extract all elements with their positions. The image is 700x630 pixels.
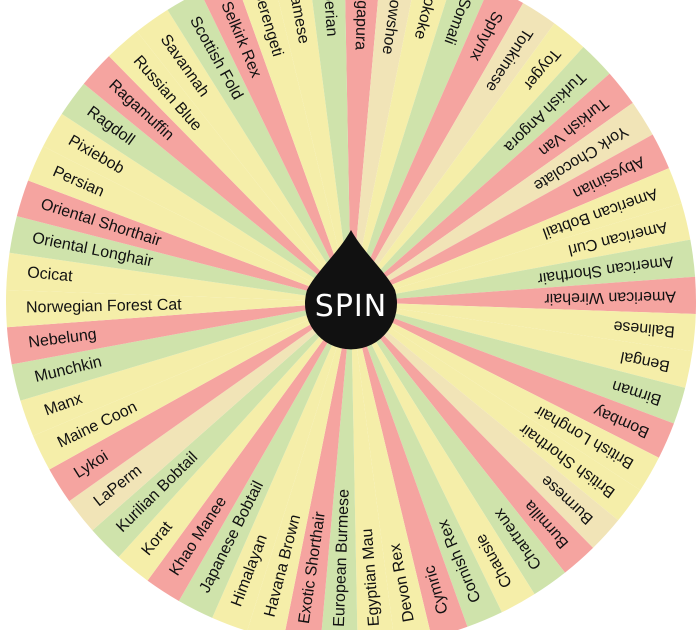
wheel-slice-snowshoe <box>351 0 412 302</box>
wheel-slice-siamese <box>278 0 351 302</box>
wheel-slice-bombay <box>351 302 674 458</box>
wheel-slice-norwegian-forest-cat <box>5 289 351 328</box>
wheel-slice-chartreux <box>351 302 566 595</box>
wheel-slice-american-wirehair <box>351 276 696 315</box>
wheel-slice-british-shorthair <box>351 302 641 521</box>
spin-drop-pointer[interactable] <box>305 230 397 350</box>
wheel-slice-birman <box>351 302 686 424</box>
wheel-slice-korat <box>118 302 351 581</box>
wheel-label-american-wirehair: American Wirehair <box>544 288 677 308</box>
wheel-slice-burmese <box>351 302 619 548</box>
wheel-slice-abyssinian <box>351 134 669 302</box>
wheel-slice-ragdoll <box>61 83 352 302</box>
wheel-label-balinese: Balinese <box>613 317 676 339</box>
wheel-slice-bengal <box>351 302 693 388</box>
wheel-slice-khao-manee <box>147 302 351 601</box>
wheel-slice-lykoi <box>49 302 351 502</box>
wheel-slice-japanese-bobtail <box>178 302 351 618</box>
wheel-slice-persian <box>28 146 352 302</box>
wheel-slice-sphynx <box>351 0 524 302</box>
wheel-slice-toyger <box>351 23 584 303</box>
wheel-slice-ocicat <box>6 252 351 302</box>
wheel-slice-burmilla <box>351 302 594 573</box>
wheel-label-singapura: Singapura <box>352 0 372 51</box>
spin-button[interactable]: SPIN <box>305 230 397 350</box>
wheel-slice-egyptian-mau <box>351 302 394 630</box>
wheel-slice-savannah <box>136 9 351 302</box>
wheel-slice-singapura <box>345 0 378 302</box>
wheel-slice-scottish-fold <box>167 0 351 302</box>
wheel-slice-balinese <box>351 302 696 352</box>
wheel-slice-munchkin <box>11 302 352 401</box>
wheel-slice-russian-blue <box>108 31 351 303</box>
wheel-slice-oriental-longhair <box>9 216 352 302</box>
wheel-slice-british-longhair <box>351 302 659 491</box>
wheel-slice-maine-coon <box>33 302 352 470</box>
wheel-slice-tonkinese <box>351 3 555 302</box>
wheel-slice-kurilian-bobtail <box>92 302 352 557</box>
wheel-slice-himalayan <box>212 302 351 630</box>
wheel-slice-european-burmese <box>321 302 358 630</box>
wheel-slice-chausie <box>351 302 535 613</box>
wheel-label-norwegian-forest-cat: Norwegian Forest Cat <box>26 296 182 316</box>
wheel-slice-laperm <box>69 302 352 531</box>
wheel-slice-oriental-shorthair <box>16 180 352 302</box>
wheel-slice-exotic-shorthair <box>285 302 351 630</box>
wheel-slice-somali <box>351 0 484 302</box>
wheel-slice-turkish-angora <box>351 47 610 302</box>
wheel-slice-sokoke <box>351 0 447 302</box>
wheel-slice-devon-rex <box>351 302 430 630</box>
wheel-label-european-burmese: European Burmese <box>331 489 353 627</box>
wheel-slice-pixiebob <box>43 113 352 302</box>
wheel-slice-manx <box>20 302 351 436</box>
wheel-slice-york-chocolate <box>351 102 653 302</box>
wheel-slice-ragamuffin <box>83 56 351 302</box>
wheel-slice-turkish-van <box>351 73 633 302</box>
wheel-slice-american-bobtail <box>351 168 682 302</box>
spin-button-label[interactable]: SPIN <box>315 289 387 324</box>
wheel-slice-siberian <box>312 0 351 302</box>
wheel-label-ocicat: Ocicat <box>27 264 74 285</box>
wheel-slice-cornish-rex <box>351 302 502 627</box>
wheel-slice-cymric <box>351 302 468 630</box>
wheel-label-siberian: Siberian <box>319 0 340 37</box>
wheel-slices <box>5 0 696 630</box>
wheel-slice-nebelung <box>6 302 352 365</box>
wheel-slice-american-shorthair <box>351 239 696 302</box>
wheel-slice-american-curl <box>351 203 691 302</box>
